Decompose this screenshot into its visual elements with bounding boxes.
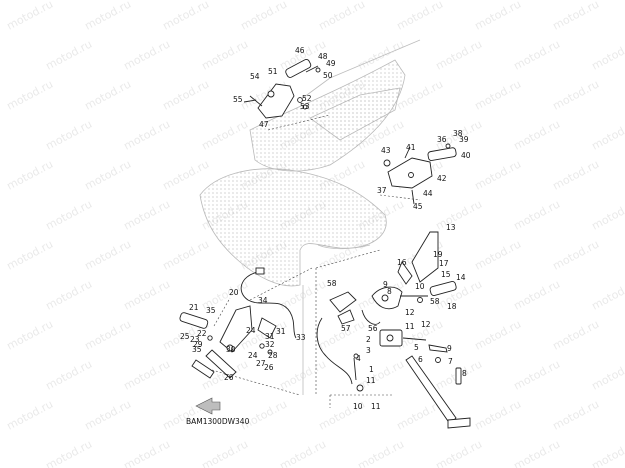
callout-number: 16 xyxy=(397,258,407,267)
callout-number: 35 xyxy=(192,345,202,354)
callout-number: 13 xyxy=(446,223,456,232)
callout-number: 52 xyxy=(302,94,312,103)
callout-number: 39 xyxy=(459,135,469,144)
callout-number: 17 xyxy=(439,259,449,268)
callout-number: 22 xyxy=(197,329,207,338)
callout-number: 9 xyxy=(447,344,452,353)
callout-number: 23 xyxy=(190,335,200,344)
callout-number: 21 xyxy=(189,303,199,312)
callout-number: 26 xyxy=(224,373,234,382)
diagram-code: BAM1300DW340 xyxy=(186,417,250,426)
passenger-footpeg-right xyxy=(383,143,457,205)
callout-number: 1 xyxy=(369,365,374,374)
callout-number: 46 xyxy=(295,46,305,55)
callout-number: 12 xyxy=(421,320,431,329)
callout-number: 45 xyxy=(413,202,423,211)
direction-arrow-icon xyxy=(195,397,221,415)
callout-number: 31 xyxy=(265,332,275,341)
callout-number: 10 xyxy=(353,402,363,411)
callout-number: 58 xyxy=(430,297,440,306)
callout-number: 14 xyxy=(456,273,466,282)
callout-number: 49 xyxy=(326,59,336,68)
callout-number: 47 xyxy=(259,120,269,129)
callout-number: 35 xyxy=(206,306,216,315)
callout-number: 51 xyxy=(268,67,278,76)
callout-number: 8 xyxy=(462,369,467,378)
callout-number: 11 xyxy=(405,322,415,331)
callout-number: 25 xyxy=(180,332,190,341)
callout-number: 37 xyxy=(377,186,387,195)
leader-lines xyxy=(211,114,421,408)
callout-number: 30 xyxy=(226,345,236,354)
callout-number: 2 xyxy=(366,335,371,344)
callout-number: 50 xyxy=(323,71,333,80)
callout-number: 7 xyxy=(448,357,453,366)
callout-number: 19 xyxy=(433,250,443,259)
callout-number: 3 xyxy=(366,346,371,355)
callout-number: 10 xyxy=(415,282,425,291)
callout-number: 38 xyxy=(453,129,463,138)
callout-number: 26 xyxy=(264,363,274,372)
callout-number: 15 xyxy=(441,270,451,279)
rider-footrest-left xyxy=(179,305,277,379)
callout-number: 24 xyxy=(246,326,256,335)
callout-number: 9 xyxy=(383,280,388,289)
callout-number: 41 xyxy=(406,143,416,152)
callout-number: 33 xyxy=(296,333,306,342)
callout-number: 27 xyxy=(256,359,266,368)
switch-wire xyxy=(240,267,364,392)
callout-number: 20 xyxy=(229,288,239,297)
callout-number: 29 xyxy=(193,340,203,349)
callout-number: 43 xyxy=(381,146,391,155)
callout-number: 44 xyxy=(423,189,433,198)
callout-number: 40 xyxy=(461,151,471,160)
callout-number: 34 xyxy=(258,296,268,305)
callout-number: 31 xyxy=(276,327,286,336)
callout-number: 12 xyxy=(405,308,415,317)
callout-number: 54 xyxy=(250,72,260,81)
callout-number: 5 xyxy=(414,343,419,352)
callout-number: 4 xyxy=(356,354,361,363)
callout-number: 55 xyxy=(233,95,243,104)
brake-link-parts xyxy=(329,291,427,347)
passenger-footpeg-left xyxy=(243,58,321,119)
callout-number: 11 xyxy=(371,402,381,411)
callout-number: 58 xyxy=(327,279,337,288)
callout-number: 28 xyxy=(268,351,278,360)
callout-number: 56 xyxy=(368,324,378,333)
frame-ghost-outline xyxy=(299,39,421,395)
callout-number: 53 xyxy=(300,102,310,111)
callout-number: 24 xyxy=(248,351,258,360)
callout-number: 32 xyxy=(265,340,275,349)
callout-number: 6 xyxy=(418,355,423,364)
callout-number: 36 xyxy=(437,135,447,144)
callout-number: 42 xyxy=(437,174,447,183)
callout-number: 48 xyxy=(318,52,328,61)
callout-number: 18 xyxy=(447,302,457,311)
side-stand xyxy=(405,344,471,429)
callout-number: 8 xyxy=(387,287,392,296)
callout-number: 11 xyxy=(366,376,376,385)
callout-number: 57 xyxy=(341,324,351,333)
rider-footrest-right xyxy=(371,231,457,310)
